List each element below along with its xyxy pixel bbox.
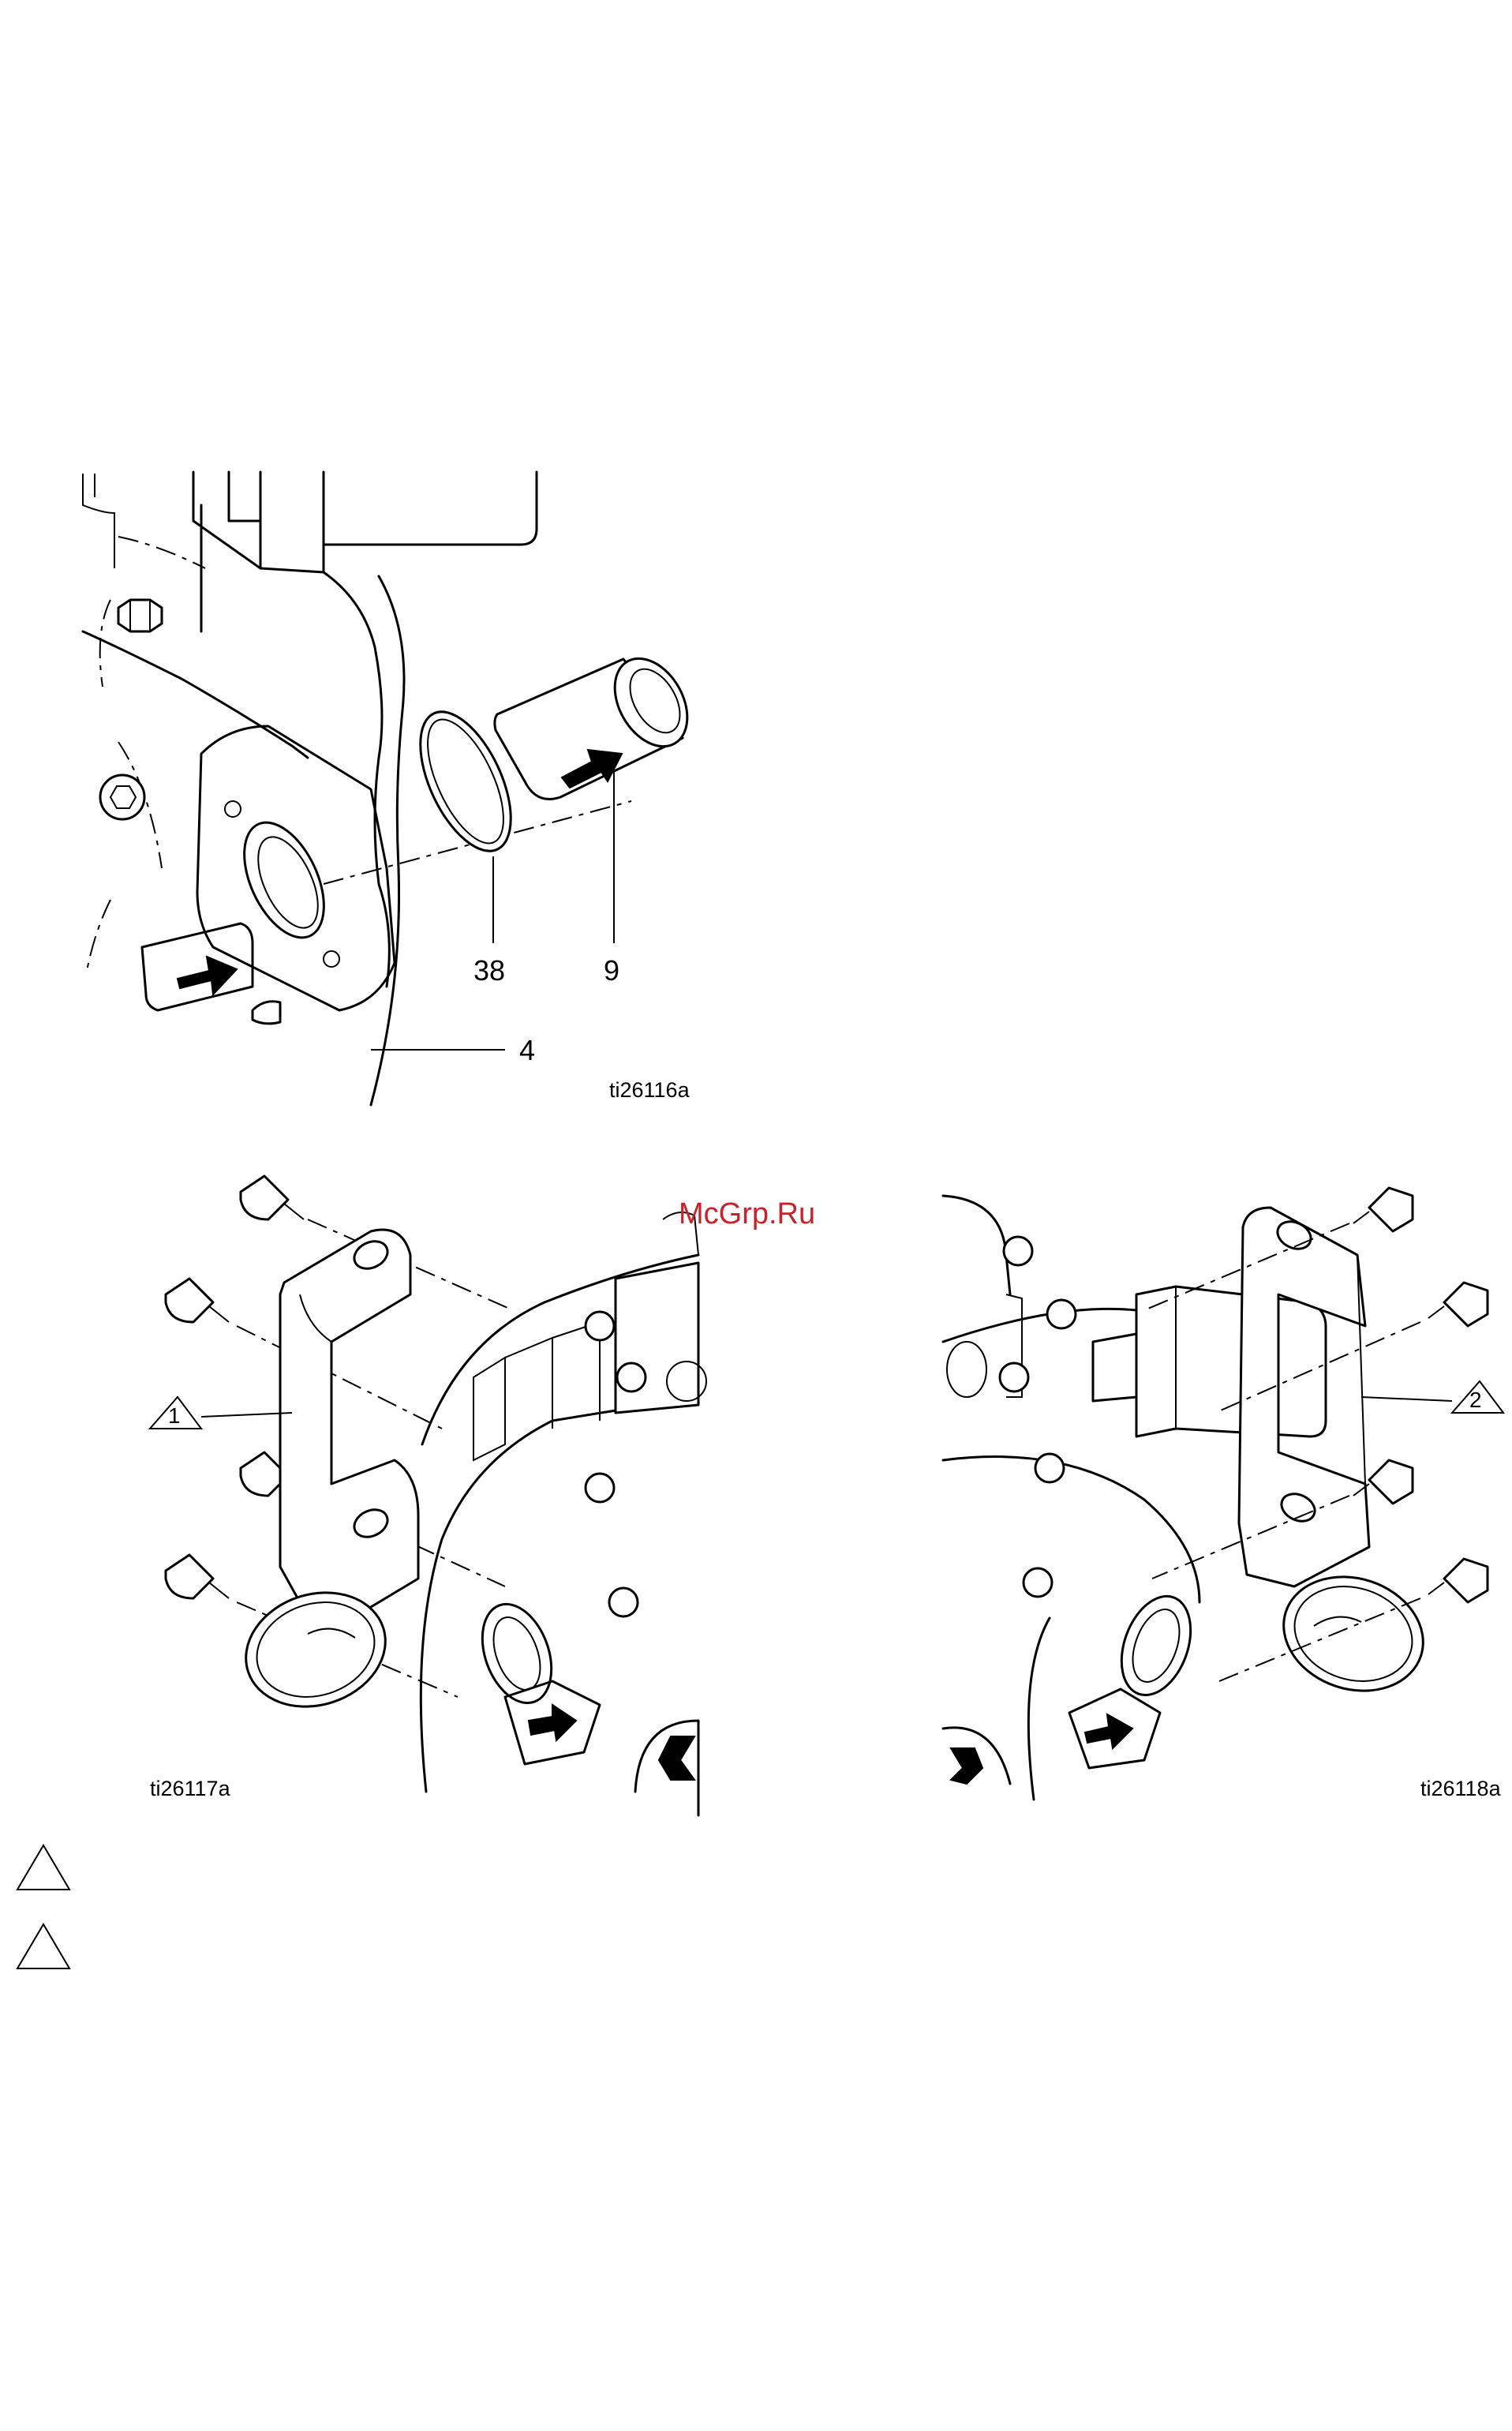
note-triangle-1-label: 1 bbox=[168, 1403, 181, 1428]
note-triangle-legend-1 bbox=[17, 1845, 69, 1890]
figure-id-3: ti26118a bbox=[1420, 1777, 1502, 1800]
note-triangle-2: 2 bbox=[1452, 1381, 1503, 1413]
note-triangle-2-label: 2 bbox=[1469, 1388, 1482, 1412]
cap-screw-icon bbox=[166, 1555, 229, 1598]
bolt-icon bbox=[617, 1363, 646, 1392]
figure-2-inlet-manifold-left: 1 ti26117a bbox=[150, 1176, 706, 1815]
note-triangle-legend-2 bbox=[17, 1924, 69, 1968]
figure-id-1: ti26116a bbox=[609, 1078, 691, 1102]
cap-screw-icon bbox=[166, 1279, 229, 1322]
bolt-icon bbox=[609, 1588, 638, 1616]
brand-logo-icon bbox=[635, 1721, 698, 1815]
flow-arrow-icon bbox=[178, 957, 237, 994]
callout-4: 4 bbox=[519, 1034, 535, 1066]
callout-38: 38 bbox=[473, 954, 505, 987]
bolt-icon bbox=[253, 1002, 280, 1024]
note-triangle-1: 1 bbox=[150, 1397, 201, 1429]
check-valve-9 bbox=[495, 646, 702, 799]
bolt-icon bbox=[1024, 1568, 1052, 1597]
bolt-icon bbox=[1035, 1454, 1064, 1482]
bolt-icon bbox=[100, 775, 144, 819]
figure-3-inlet-manifold-right: 2 ti26118a bbox=[943, 1188, 1503, 1800]
bolt-icon bbox=[1000, 1363, 1028, 1392]
bolt-icon bbox=[118, 600, 162, 631]
cap-screw-icon bbox=[1353, 1188, 1413, 1231]
callout-9: 9 bbox=[604, 954, 619, 987]
bolt-icon bbox=[1047, 1300, 1076, 1328]
flow-arrow-icon bbox=[529, 1705, 576, 1740]
cap-screw-icon bbox=[1428, 1283, 1488, 1326]
bolt-icon bbox=[586, 1312, 614, 1340]
bolt-icon bbox=[1004, 1237, 1032, 1265]
figure-1-inlet-check-valve: 38 9 4 ti26116a bbox=[83, 472, 702, 1105]
cap-screw-icon bbox=[1428, 1559, 1488, 1602]
flow-arrow-icon bbox=[1085, 1714, 1132, 1748]
figure-id-2: ti26117a bbox=[150, 1777, 231, 1800]
bolt-icon bbox=[586, 1474, 614, 1502]
brand-logo-icon bbox=[943, 1728, 1010, 1784]
cap-screw-icon bbox=[241, 1176, 304, 1219]
watermark: McGrp.Ru bbox=[679, 1197, 815, 1230]
